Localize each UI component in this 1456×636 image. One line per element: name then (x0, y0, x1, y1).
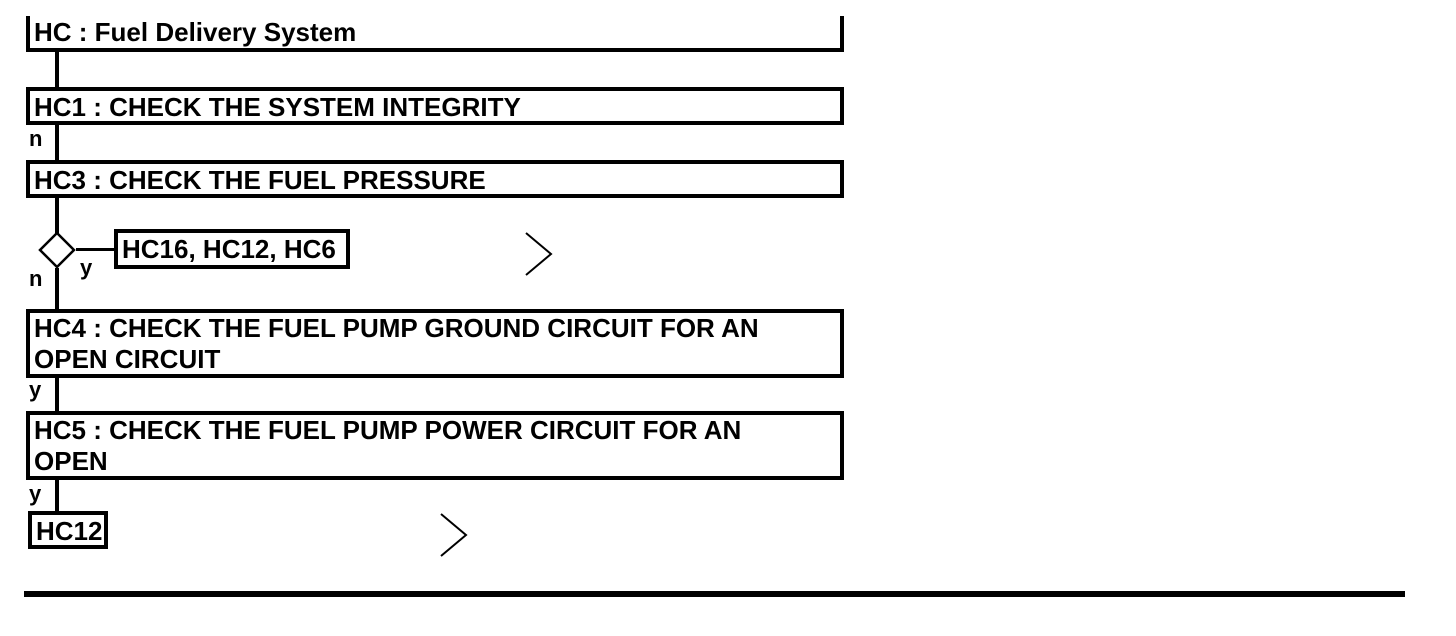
connector-hc1-hc3 (55, 125, 59, 161)
step-hc1-box[interactable]: HC1 : CHECK THE SYSTEM INTEGRITY (26, 87, 844, 125)
final-target-label: HC12 (36, 516, 103, 546)
connector-hc5-hc12 (55, 480, 59, 514)
edge-label-hc4-y: y (29, 377, 42, 402)
diamond-icon (38, 231, 76, 269)
step-hc4-label: HC4 : CHECK THE FUEL PUMP GROUND CIRCUIT… (34, 313, 759, 374)
page-divider (24, 591, 1405, 597)
chevron-right-icon[interactable] (437, 512, 471, 558)
chevron-right-icon[interactable] (522, 231, 556, 277)
connector-title-hc1 (55, 52, 59, 88)
connector-hc3-decision (55, 198, 59, 234)
edge-label-decision-n: n (29, 266, 43, 291)
step-hc3-box[interactable]: HC3 : CHECK THE FUEL PRESSURE (26, 160, 844, 198)
edge-label-decision-y: y (80, 255, 93, 280)
connector-hc4-hc5 (55, 378, 59, 412)
edge-label-hc5-y: y (29, 481, 42, 506)
connector-decision-hc4 (55, 268, 59, 310)
step-hc5-box[interactable]: HC5 : CHECK THE FUEL PUMP POWER CIRCUIT … (26, 411, 844, 480)
decision-yes-target-label: HC16, HC12, HC6 (122, 234, 336, 264)
edge-label-hc1-n: n (29, 126, 43, 151)
decision-yes-target-box[interactable]: HC16, HC12, HC6 (114, 229, 350, 269)
diagram-title: HC : Fuel Delivery System (34, 17, 357, 47)
step-hc3-label: HC3 : CHECK THE FUEL PRESSURE (34, 165, 486, 195)
step-hc1-label: HC1 : CHECK THE SYSTEM INTEGRITY (34, 92, 521, 122)
diagram-title-box: HC : Fuel Delivery System (26, 16, 844, 52)
step-hc4-box[interactable]: HC4 : CHECK THE FUEL PUMP GROUND CIRCUIT… (26, 309, 844, 378)
final-target-box[interactable]: HC12 (28, 511, 108, 549)
step-hc5-label: HC5 : CHECK THE FUEL PUMP POWER CIRCUIT … (34, 415, 742, 476)
connector-decision-yes (76, 248, 118, 251)
